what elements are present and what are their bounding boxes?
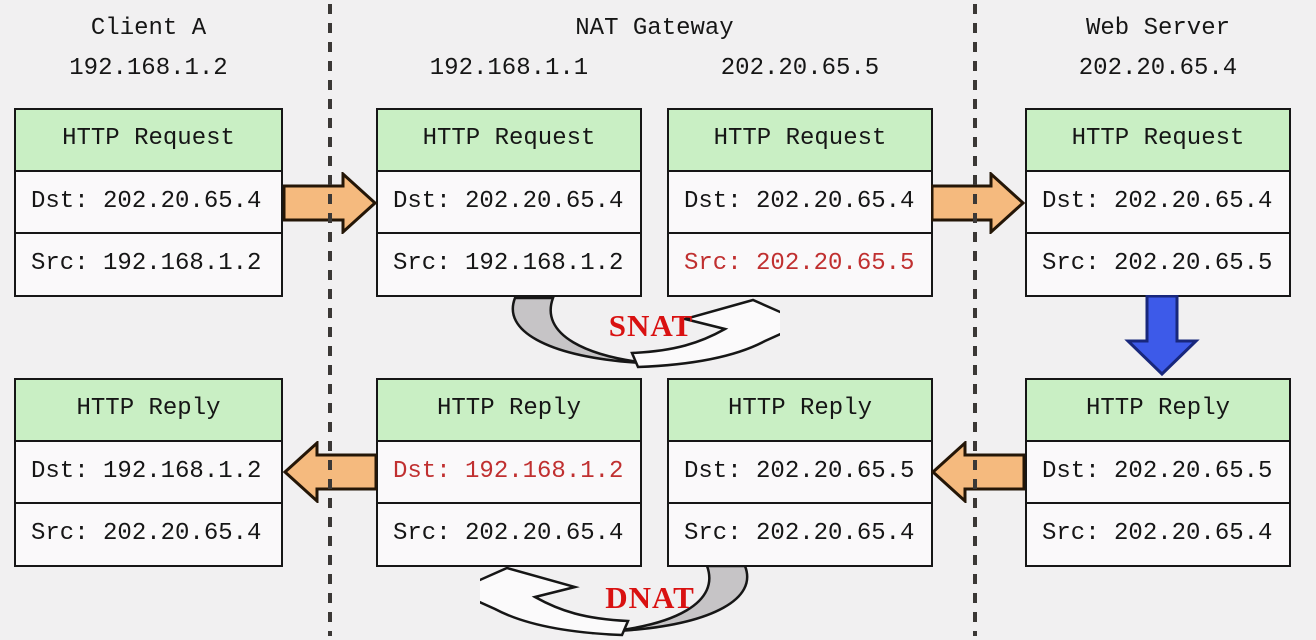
- packet-title: HTTP Request: [1027, 110, 1289, 172]
- reply-arrow-left-icon: [931, 441, 1025, 503]
- packet-request-nat-internal: HTTP Request Dst: 202.20.65.4 Src: 192.1…: [376, 108, 642, 297]
- packet-title: HTTP Reply: [1027, 380, 1289, 442]
- packet-request-server: HTTP Request Dst: 202.20.65.4 Src: 202.2…: [1025, 108, 1291, 297]
- nat-external-ip: 202.20.65.5: [720, 55, 880, 82]
- separator-nat-server: [973, 4, 977, 636]
- packet-title: HTTP Reply: [669, 380, 931, 442]
- packet-src-row: Src: 202.20.65.4: [684, 520, 915, 547]
- client-ip: 192.168.1.2: [69, 55, 228, 82]
- packet-src-row: Src: 192.168.1.2: [31, 250, 262, 277]
- packet-request-client: HTTP Request Dst: 202.20.65.4 Src: 192.1…: [14, 108, 283, 297]
- packet-src-row: Src: 202.20.65.5: [1042, 250, 1273, 277]
- nat-gateway-title: NAT Gateway: [575, 15, 734, 42]
- packet-dst-row: Dst: 202.20.65.4: [1027, 172, 1289, 234]
- packet-src-row: Src: 202.20.65.4: [31, 520, 262, 547]
- packet-dst-row: Dst: 202.20.65.4: [16, 172, 281, 234]
- server-turnaround-arrow-down-icon: [1124, 295, 1200, 377]
- packet-dst-row: Dst: 202.20.65.4: [669, 172, 931, 234]
- packet-reply-client: HTTP Reply Dst: 192.168.1.2 Src: 202.20.…: [14, 378, 283, 567]
- packet-dst-row: Dst: 202.20.65.5: [1027, 442, 1289, 504]
- dnat-curved-arrow-icon: [480, 565, 749, 637]
- snat-curved-arrow-icon: [511, 297, 780, 369]
- packet-reply-nat-external: HTTP Reply Dst: 202.20.65.5 Src: 202.20.…: [667, 378, 933, 567]
- packet-src-row: Src: 202.20.65.4: [1042, 520, 1273, 547]
- web-server-title: Web Server: [1085, 15, 1231, 42]
- packet-reply-nat-internal: HTTP Reply Dst: 192.168.1.2 Src: 202.20.…: [376, 378, 642, 567]
- packet-dst-row: Dst: 202.20.65.5: [669, 442, 931, 504]
- packet-title: HTTP Request: [378, 110, 640, 172]
- packet-title: HTTP Reply: [378, 380, 640, 442]
- nat-internal-ip: 192.168.1.1: [429, 55, 589, 82]
- packet-dst-row: Dst: 202.20.65.4: [378, 172, 640, 234]
- packet-title: HTTP Request: [16, 110, 281, 172]
- packet-request-nat-external: HTTP Request Dst: 202.20.65.4 Src: 202.2…: [667, 108, 933, 297]
- packet-reply-server: HTTP Reply Dst: 202.20.65.5 Src: 202.20.…: [1025, 378, 1291, 567]
- dnat-label: DNAT: [605, 580, 695, 615]
- packet-src-row: Src: 192.168.1.2: [393, 250, 624, 277]
- packet-dst-row: Dst: 192.168.1.2: [16, 442, 281, 504]
- packet-dst-row-translated: Dst: 192.168.1.2: [378, 442, 640, 504]
- client-title: Client A: [90, 15, 207, 42]
- packet-title: HTTP Reply: [16, 380, 281, 442]
- packet-src-row: Src: 202.20.65.4: [393, 520, 624, 547]
- web-server-ip: 202.20.65.4: [1078, 55, 1238, 82]
- packet-src-row-translated: Src: 202.20.65.5: [684, 250, 915, 277]
- request-arrow-right-icon: [931, 172, 1025, 234]
- packet-title: HTTP Request: [669, 110, 931, 172]
- snat-label: SNAT: [608, 308, 694, 343]
- separator-client-nat: [328, 4, 332, 636]
